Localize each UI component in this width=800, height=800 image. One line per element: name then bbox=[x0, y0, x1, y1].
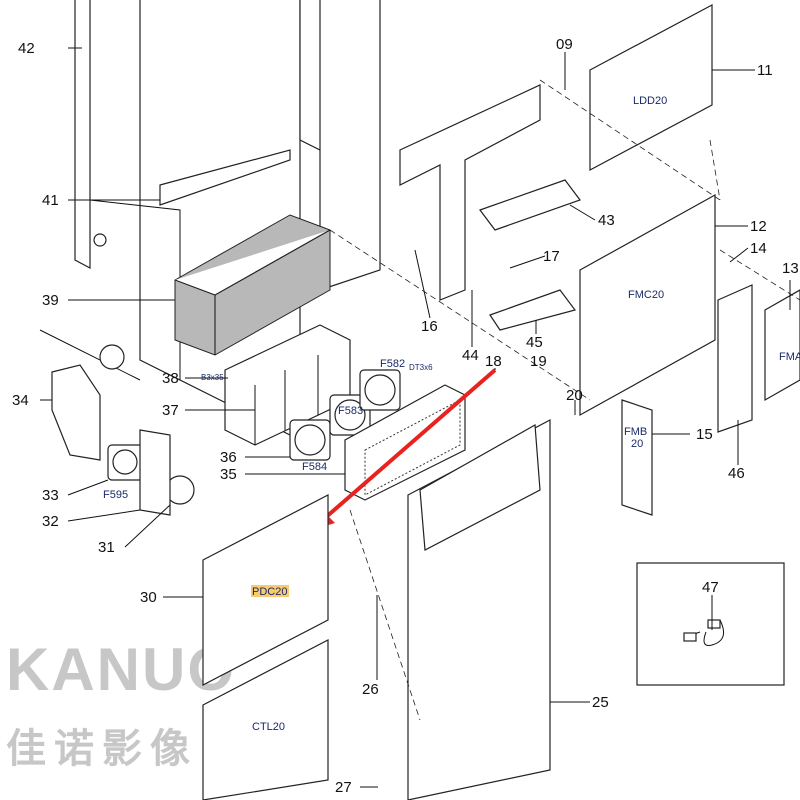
callout-25: 25 bbox=[592, 694, 609, 711]
callout-14: 14 bbox=[750, 240, 767, 257]
callout-11: 11 bbox=[757, 62, 773, 79]
bracket-46 bbox=[717, 284, 753, 433]
label-pdc20: PDC20 bbox=[252, 586, 287, 598]
label-dt3x6: DT3x6 bbox=[409, 363, 433, 372]
callout-16: 16 bbox=[421, 318, 438, 335]
callout-19: 19 bbox=[530, 353, 547, 370]
board-ctl20 bbox=[202, 639, 329, 800]
rail-41 bbox=[159, 149, 291, 206]
callout-47: 47 bbox=[702, 579, 719, 596]
fans bbox=[107, 369, 401, 505]
board-labels: LDD20 FMC20 FMA FMB 20 PDC20 CTL20 F582 … bbox=[103, 95, 800, 733]
label-f595: F595 bbox=[103, 489, 128, 501]
callout-30: 30 bbox=[140, 589, 157, 606]
watermark-latin: KANUO bbox=[6, 636, 236, 703]
bracket-43 bbox=[479, 179, 581, 231]
inset-box-47 bbox=[636, 562, 785, 686]
callout-38: 38 bbox=[162, 370, 179, 387]
callout-42: 42 bbox=[18, 40, 35, 57]
label-fmb-20: 20 bbox=[631, 438, 643, 450]
callout-18: 18 bbox=[485, 353, 502, 370]
cover-34 bbox=[51, 364, 101, 461]
plate-44 bbox=[399, 84, 541, 301]
callout-27: 27 bbox=[335, 779, 352, 796]
grille-35 bbox=[344, 384, 466, 501]
label-f584: F584 bbox=[302, 461, 327, 473]
callout-32: 32 bbox=[42, 513, 59, 530]
label-ldd20: LDD20 bbox=[633, 95, 667, 107]
callout-15: 15 bbox=[696, 426, 713, 443]
callout-44: 44 bbox=[462, 347, 479, 364]
label-f582: F582 bbox=[380, 358, 405, 370]
callout-31: 31 bbox=[98, 539, 115, 556]
label-fmc20: FMC20 bbox=[628, 289, 664, 301]
board-fma bbox=[764, 289, 800, 402]
leader-lines bbox=[40, 47, 791, 788]
board-fmc20 bbox=[579, 193, 716, 417]
fan-housing-39 bbox=[174, 214, 331, 356]
label-fmb: FMB bbox=[624, 426, 647, 438]
board-fmb20 bbox=[621, 399, 653, 516]
callout-33: 33 bbox=[42, 487, 59, 504]
callout-46: 46 bbox=[728, 465, 745, 482]
callout-36: 36 bbox=[220, 449, 237, 466]
callout-09: 09 bbox=[556, 36, 573, 53]
callout-45: 45 bbox=[526, 334, 543, 351]
label-f583: F583 bbox=[338, 405, 363, 417]
label-ctl20: CTL20 bbox=[252, 721, 285, 733]
watermark-chinese: 佳诺影像 bbox=[6, 727, 198, 771]
callout-43: 43 bbox=[598, 212, 615, 229]
board-ldd20 bbox=[589, 4, 713, 171]
callout-39: 39 bbox=[42, 292, 59, 309]
callout-26: 26 bbox=[362, 681, 379, 698]
callout-37: 37 bbox=[162, 402, 179, 419]
callout-numbers: 42 41 39 38 37 36 35 34 33 32 31 30 26 2… bbox=[12, 36, 799, 796]
callout-34: 34 bbox=[12, 392, 29, 409]
label-b3x35: B3x35 bbox=[201, 373, 224, 382]
callout-35: 35 bbox=[220, 466, 237, 483]
fan-guard-32 bbox=[139, 429, 171, 516]
watermark: KANUO 佳诺影像 bbox=[6, 636, 236, 771]
callout-12: 12 bbox=[750, 218, 767, 235]
bracket-45 bbox=[489, 289, 577, 331]
callout-17: 17 bbox=[543, 248, 560, 265]
label-fma: FMA bbox=[779, 351, 800, 363]
frame-19 bbox=[419, 424, 541, 551]
callout-41: 41 bbox=[42, 192, 59, 209]
callout-13: 13 bbox=[782, 260, 799, 277]
callout-20: 20 bbox=[566, 387, 583, 404]
